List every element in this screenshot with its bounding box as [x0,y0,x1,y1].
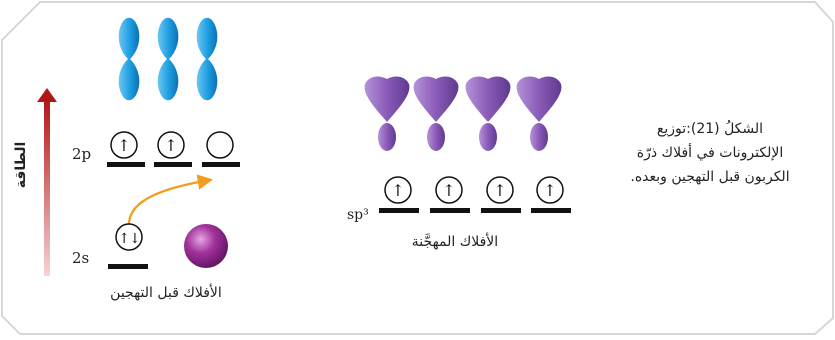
electron-arrow: ↑ [442,181,455,200]
electron-arrow: ↑ [391,181,404,200]
p-orbital-2 [157,17,179,101]
orbital-sp3-2: ↑ [430,176,470,213]
energy-arrow [37,88,57,276]
orbital-2p-3 [202,131,240,167]
p-orbital-3 [196,17,218,101]
orbital-sp3-4: ↑ [531,176,571,213]
p-orbital-1 [118,17,140,101]
energy-level-bar [154,162,192,167]
orbital-2p-1: ↑ [107,131,145,167]
orbital-sp3-1: ↑ [379,176,419,213]
caption-line-3: الكربون قبل التهجين وبعده. [630,169,790,185]
sp3-lobe-3 [465,76,511,151]
energy-level-bar [379,208,419,213]
electron-arrow: ↑ [164,136,177,155]
energy-level-bar [107,162,145,167]
orbital-2p-2: ↑ [154,131,192,167]
figure-caption: الشكلُ (21):توزيع الإلكترونات في أفلاك ذ… [612,117,808,189]
promotion-arrow [127,174,214,227]
orbital-2s: ↑↓ [108,223,148,269]
energy-level-bar [531,208,571,213]
sp3-lobe-4 [516,76,562,151]
energy-level-bar [108,264,148,269]
before-hybridization-label: الأفلاك قبل التهجين [110,283,222,301]
sp3-lobe-2 [413,76,459,151]
electron-arrow: ↑ [117,136,130,155]
level-2p-label: 2p [72,145,91,163]
caption-line-1: الشكلُ (21):توزيع [656,121,764,137]
hybrid-orbitals-label: الأفلاك المهجَّنة [412,232,498,250]
energy-level-bar [202,162,240,167]
s-orbital-sphere [184,224,228,268]
electron-pair-arrows: ↑↓ [118,231,139,247]
energy-level-bar [430,208,470,213]
caption-line-2: الإلكترونات في أفلاك ذرّة [636,145,784,161]
orbital-sp3-3: ↑ [481,176,521,213]
level-2s-label: 2s [72,249,89,267]
p-orbital-lobes [118,17,218,101]
energy-level-bar [481,208,521,213]
level-sp3-label: sp³ [347,207,369,223]
electron-arrow: ↑ [493,181,506,200]
energy-axis-label: الطاقة [13,142,29,189]
sp3-hybrid-lobes [364,76,562,151]
sp3-lobe-1 [364,76,410,151]
electron-arrow: ↑ [543,181,556,200]
